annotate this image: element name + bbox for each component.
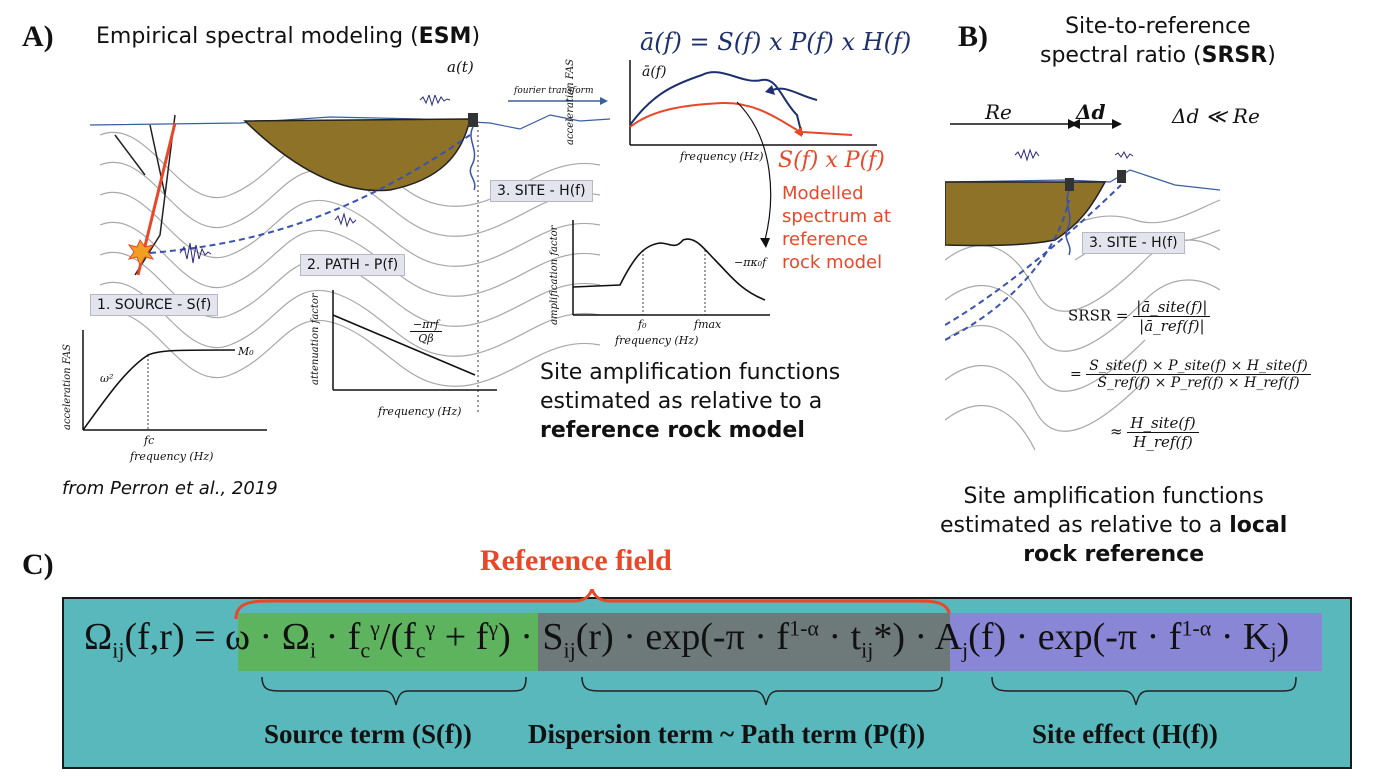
path-term-label: Dispersion term ~ Path term (P(f)): [528, 719, 926, 749]
geology-section-a: [90, 95, 610, 415]
panel-a-caption: Site amplification functions estimated a…: [540, 358, 840, 445]
src-m0: M₀: [238, 345, 254, 358]
spectrum-xlabel: frequency (Hz): [680, 150, 764, 163]
spectrum-ylabel: acceleration FAS: [565, 59, 576, 145]
spectrum-plot: [629, 60, 877, 146]
path-tag: 2. PATH - P(f): [300, 254, 406, 276]
modelled-line-1: Modelled: [782, 183, 864, 204]
srsr-den: |ā_ref(f)|: [1139, 317, 1205, 335]
panel-b-title-line-1: Site-to-reference: [1065, 14, 1251, 39]
srsr-approx-num: H_site(f): [1127, 414, 1199, 433]
reference-field-label: Reference field: [480, 544, 672, 577]
srsr-expanded-num: S_site(f) × P_site(f) × H_site(f): [1086, 358, 1311, 375]
src-ylabel: acceleration FAS: [62, 344, 73, 430]
panel-b-caption-line-2: estimated as relative to a: [940, 513, 1223, 538]
panel-b-caption-bold-1: local: [1229, 513, 1288, 538]
src-omega2: ω²: [100, 372, 114, 385]
panel-b-title: Site-to-reference spectral ratio (SRSR): [1040, 12, 1276, 70]
a-t-label: a(t): [447, 58, 474, 76]
srsr-expanded: = S_site(f) × P_site(f) × H_site(f)S_ref…: [1070, 358, 1311, 391]
reference-brace: [234, 589, 952, 620]
att-xlabel: frequency (Hz): [378, 405, 462, 418]
panel-b-title-post: ): [1267, 43, 1276, 68]
delta-d-label: Δd: [1076, 100, 1106, 124]
re-arrow: [950, 119, 1078, 129]
panel-a-title-post: ): [471, 24, 481, 49]
sxp-label: S(f) x P(f): [778, 148, 885, 173]
panel-b-caption: Site amplification functions estimated a…: [940, 482, 1287, 569]
panel-b-caption-line-1: Site amplification functions: [963, 484, 1264, 509]
geology-section-b: [945, 148, 1220, 451]
amp-xlabel: frequency (Hz): [615, 334, 699, 347]
panel-a-title: Empirical spectral modeling (ESM): [96, 24, 480, 49]
spectral-formula: Ωij(f,r) = ω · Ωi · fcγ/(fcγ + fγ) · Sij…: [84, 615, 1290, 663]
amp-ylabel: amplification factor: [549, 225, 560, 325]
modelled-caption: Modelled spectrum at reference rock mode…: [782, 182, 891, 274]
panel-b-title-bold: SRSR: [1201, 43, 1268, 68]
fourier-arrow: [508, 97, 608, 105]
panel-c-letter: C): [22, 548, 54, 581]
site-tag-a: 3. SITE - H(f): [490, 180, 593, 202]
modelled-line-4: rock model: [782, 252, 883, 273]
source-box: [238, 613, 538, 671]
att-expr-num: −πrf: [410, 318, 442, 332]
path-box: [538, 613, 950, 671]
attenuation-plot: [332, 290, 497, 391]
re-label: Re: [985, 100, 1012, 124]
source-tag: 1. SOURCE - S(f): [90, 294, 219, 316]
abar-label: ā(f): [642, 64, 667, 80]
amplification-plot: [572, 220, 770, 316]
source-term-label: Source term (S(f)): [264, 719, 472, 749]
panel-b-title-line-2: spectral ratio (: [1040, 43, 1202, 68]
panel-a-caption-line-1: Site amplification functions: [540, 360, 841, 385]
underbraces: [261, 676, 1297, 706]
panel-a-title-bold: ESM: [418, 24, 472, 49]
amp-f0: f₀: [638, 318, 647, 331]
srsr-expanded-den: S_ref(f) × P_ref(f) × H_ref(f): [1097, 375, 1300, 391]
srsr-approx: ≈ H_site(f)H_ref(f): [1110, 414, 1199, 451]
srsr-num: |ā_site(f)|: [1133, 298, 1211, 317]
src-fc: fc: [144, 434, 155, 447]
source-plot: [82, 330, 267, 431]
fourier-transform-label: fourier transform: [514, 86, 594, 96]
site-tag-b: 3. SITE - H(f): [1082, 232, 1185, 254]
att-ylabel: attenuation factor: [310, 293, 321, 385]
inequality: Δd ≪ Re: [1172, 104, 1260, 128]
panel-b-caption-bold-2: rock reference: [1023, 542, 1205, 567]
amp-fmax: fmax: [694, 318, 722, 331]
srsr-formula: SRSR = |ā_site(f)||ā_ref(f)|: [1068, 298, 1211, 335]
panel-a-caption-bold: reference rock model: [540, 418, 805, 443]
panel-c-box: Ωij(f,r) = ω · Ωi · fcγ/(fcγ + fγ) · Sij…: [62, 589, 1352, 769]
delta-d-arrow: [1070, 119, 1122, 129]
panel-a-title-pre: Empirical spectral modeling (: [96, 24, 419, 49]
srsr-approx-den: H_ref(f): [1133, 433, 1193, 451]
panel-a-letter: A): [22, 20, 54, 53]
panel-b-letter: B): [958, 20, 988, 53]
panel-a-caption-line-2: estimated as relative to a: [540, 389, 823, 414]
site-term-label: Site effect (H(f)): [1032, 719, 1218, 749]
srsr-lhs: SRSR =: [1068, 306, 1129, 325]
amp-kappa: −πκ₀f: [734, 256, 767, 269]
esm-equation: ā(f) = S(f) x P(f) x H(f): [640, 28, 912, 56]
citation: from Perron et al., 2019: [62, 478, 278, 499]
modelled-line-2: spectrum at: [782, 206, 891, 227]
kappa-arrow: [736, 101, 772, 248]
modelled-line-3: reference: [782, 229, 868, 250]
site-box: [950, 613, 1322, 671]
src-xlabel: frequency (Hz): [130, 450, 214, 463]
att-expr-den: Qβ: [418, 332, 434, 345]
